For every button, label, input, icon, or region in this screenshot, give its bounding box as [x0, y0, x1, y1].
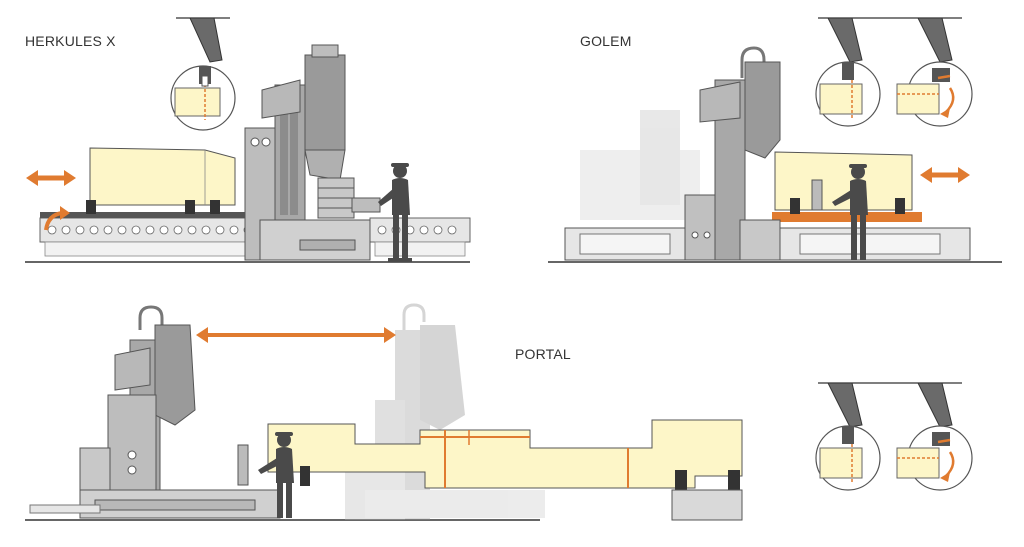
portal-machine	[25, 303, 973, 521]
saw-detail-circle-icon	[815, 382, 973, 491]
portal-operator	[258, 432, 294, 518]
golem-workpiece	[772, 151, 922, 222]
double-arrow-icon	[196, 327, 396, 343]
golem-saw-unit	[684, 46, 781, 261]
herkules-operator	[378, 163, 412, 262]
portal-label: PORTAL	[515, 346, 571, 362]
golem-clamp	[811, 179, 823, 211]
golem-operator	[832, 164, 868, 260]
golem-label: GOLEM	[580, 33, 632, 49]
portal-clamp	[237, 444, 249, 486]
portal-saw-unit	[29, 305, 281, 519]
golem-machine	[548, 17, 1002, 263]
curved-arrow-icon	[44, 206, 70, 231]
herkules-saw-unit	[244, 44, 381, 261]
double-arrow-icon	[920, 167, 970, 183]
herkules-x-machine	[25, 17, 471, 263]
portal-workpiece	[267, 419, 743, 521]
herkules-x-label: HERKULES X	[25, 33, 116, 49]
saw-detail-circle-icon	[170, 17, 236, 131]
herkules-workpiece	[86, 147, 236, 214]
saw-detail-circle-icon	[815, 17, 973, 127]
golem-ghost-position	[580, 110, 740, 220]
double-arrow-icon	[26, 170, 76, 186]
